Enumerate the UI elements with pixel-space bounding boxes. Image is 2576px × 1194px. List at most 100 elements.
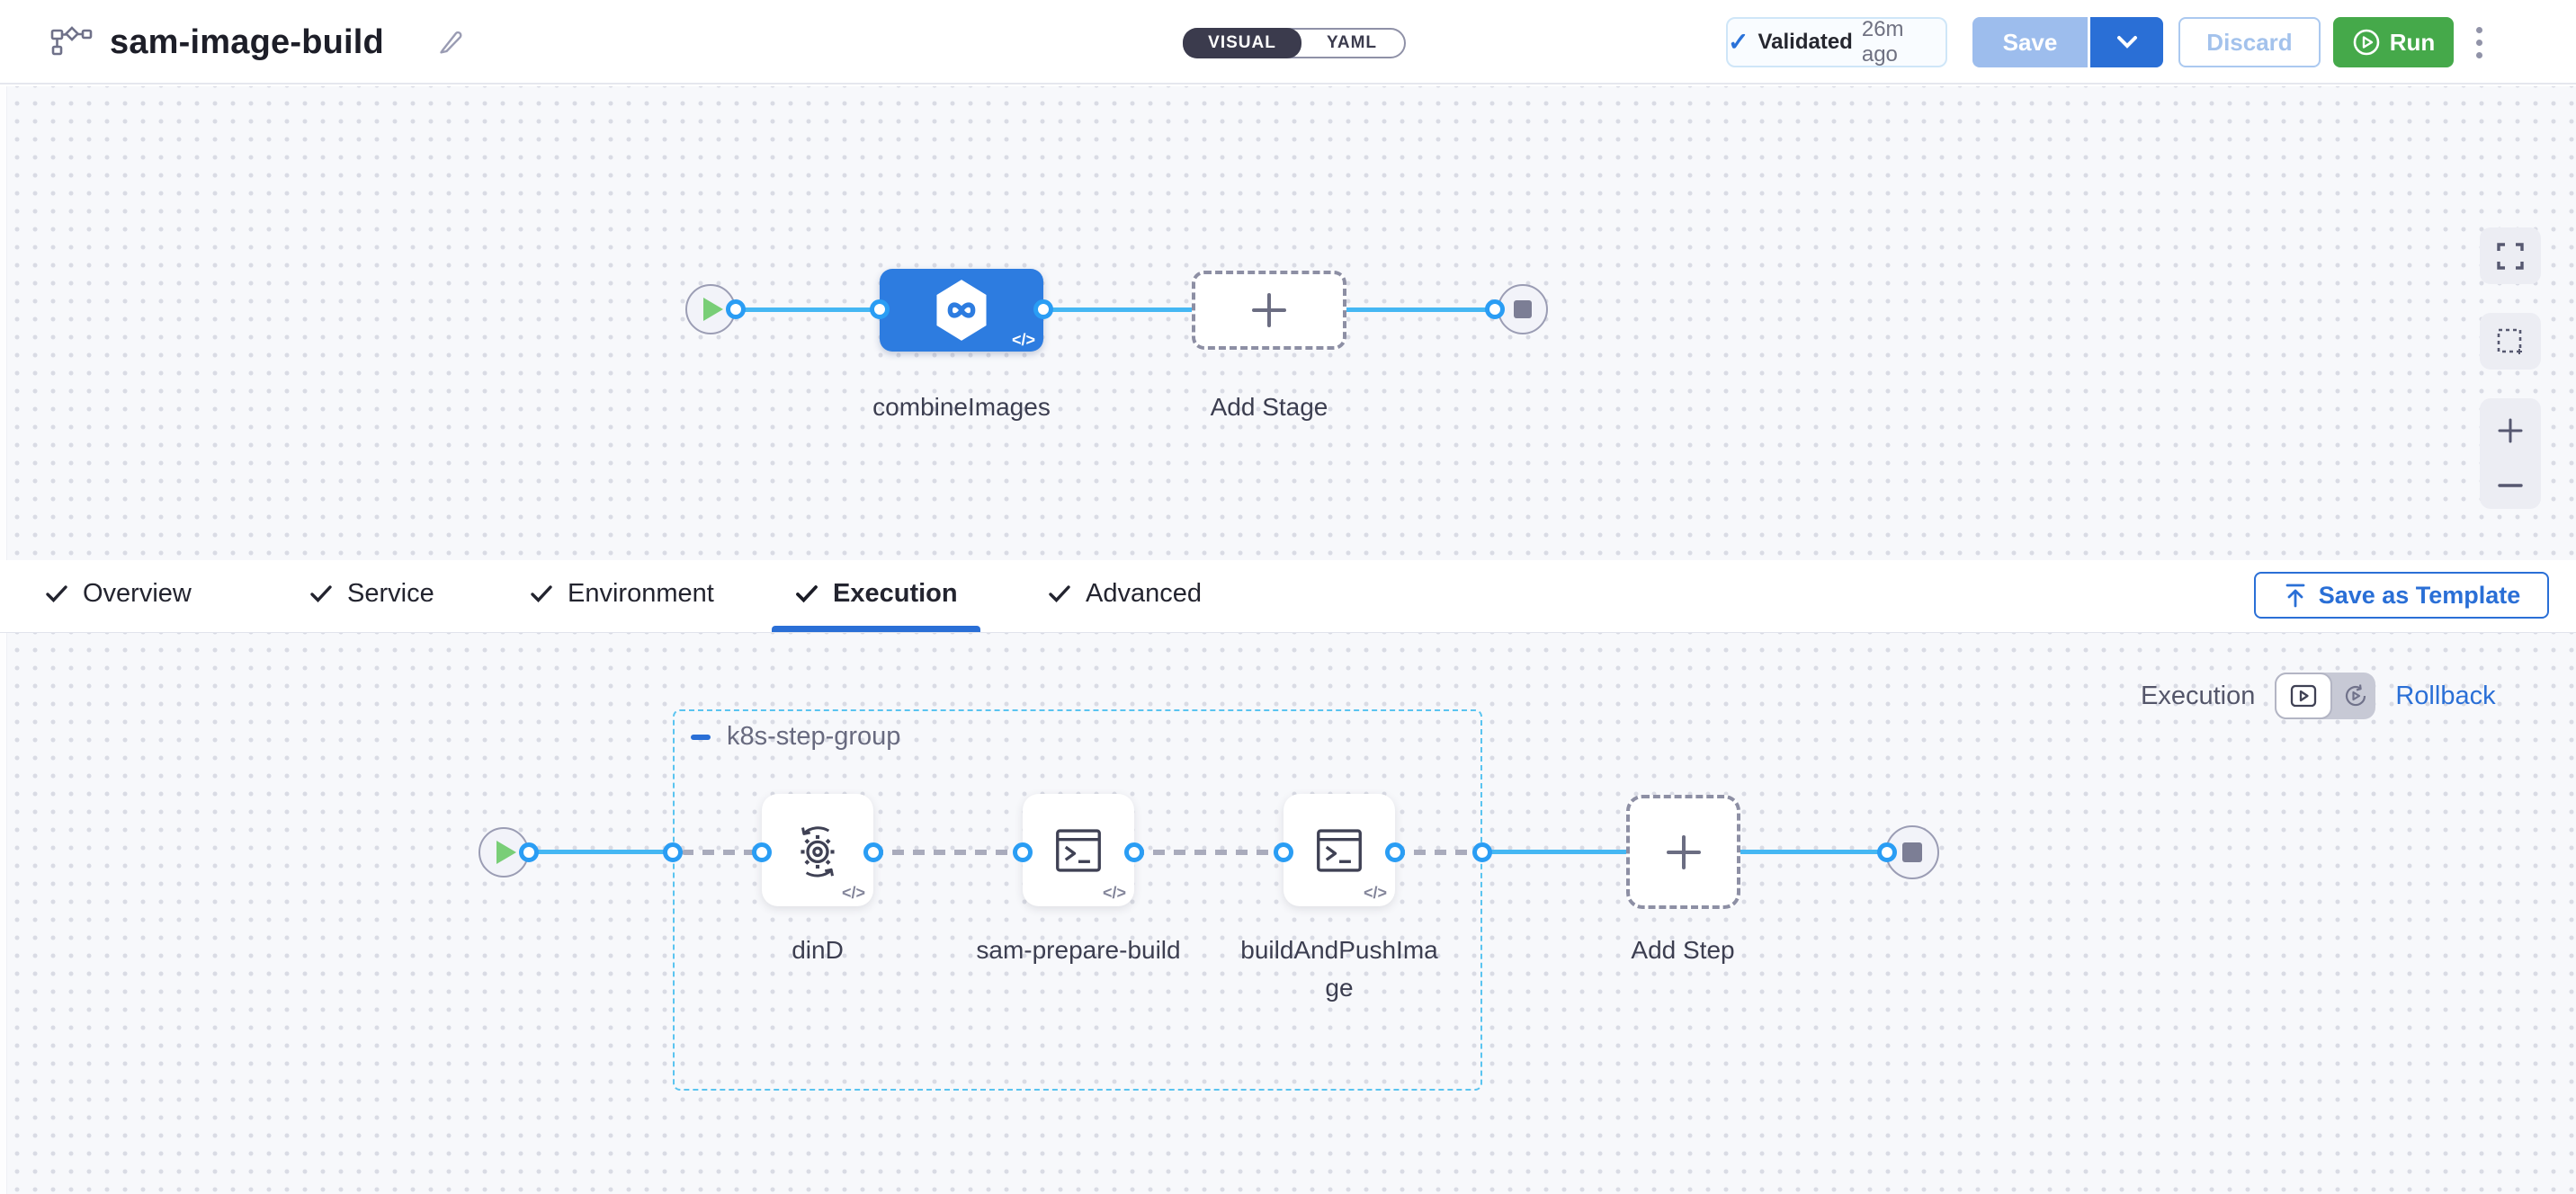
edge-stage-to-addstage xyxy=(1043,307,1194,312)
upload-icon xyxy=(2285,584,2305,608)
validated-badge[interactable]: ✓ Validated 26m ago xyxy=(1726,17,1947,67)
port[interactable] xyxy=(663,842,683,862)
execution-toggle-knob xyxy=(2275,673,2333,719)
edge-group-to-dind xyxy=(682,850,765,855)
edge-prepare-to-build xyxy=(1132,850,1285,855)
discard-button[interactable]: Discard xyxy=(2178,17,2321,67)
edge-build-to-group xyxy=(1393,850,1483,855)
step-label-dind: dinD xyxy=(792,936,844,964)
pipeline-title: sam-image-build xyxy=(110,23,384,61)
port[interactable] xyxy=(1274,842,1293,862)
step-group-container[interactable]: k8s-step-group xyxy=(673,709,1482,1091)
tab-environment[interactable]: Environment xyxy=(530,560,714,627)
collapse-group-icon[interactable] xyxy=(691,734,711,740)
tab-label: Advanced xyxy=(1086,578,1202,608)
check-icon xyxy=(46,585,67,602)
step-node-buildandpushimage[interactable]: </> xyxy=(1284,794,1395,906)
stop-icon xyxy=(1514,300,1532,318)
edit-pencil-icon[interactable] xyxy=(437,27,466,60)
edge-addstep-to-end xyxy=(1739,850,1890,854)
rollback-link[interactable]: Rollback xyxy=(2395,681,2496,710)
multi-select-button[interactable] xyxy=(2480,313,2541,370)
port[interactable] xyxy=(1485,299,1505,319)
port[interactable] xyxy=(1877,842,1897,862)
canvas-left-edge xyxy=(0,86,7,1194)
edge-group-to-addstep xyxy=(1488,850,1628,854)
plus-icon xyxy=(1666,834,1701,869)
toggle-yaml[interactable]: YAML xyxy=(1326,33,1378,52)
step-code-badge[interactable]: </> xyxy=(1102,884,1126,902)
save-as-template-label: Save as Template xyxy=(2318,581,2521,609)
run-script-terminal-icon xyxy=(1056,828,1101,872)
save-as-template-button[interactable]: Save as Template xyxy=(2254,572,2549,619)
zoom-in-icon[interactable] xyxy=(2495,415,2526,446)
run-button[interactable]: Run xyxy=(2333,17,2454,67)
check-icon xyxy=(310,585,332,602)
step-label-buildandpushimage: buildAndPushImage xyxy=(1240,936,1438,1002)
execution-rollback-toggle[interactable] xyxy=(2275,673,2376,719)
port[interactable] xyxy=(1472,842,1492,862)
pipeline-icon xyxy=(50,25,94,66)
execution-mode-label: Execution xyxy=(2141,681,2256,710)
step-code-badge[interactable]: </> xyxy=(841,884,865,902)
tab-label: Environment xyxy=(568,578,714,608)
toggle-visual[interactable]: VISUAL xyxy=(1183,28,1301,58)
edge-addstage-to-end xyxy=(1345,307,1498,312)
edge-start-to-group xyxy=(536,850,676,854)
fullscreen-button[interactable] xyxy=(2480,227,2541,284)
add-step-label: Add Step xyxy=(1631,936,1735,964)
check-icon xyxy=(531,585,552,602)
port[interactable] xyxy=(870,299,890,319)
port[interactable] xyxy=(752,842,772,862)
tab-label: Service xyxy=(347,578,434,608)
save-button[interactable]: Save xyxy=(1972,17,2088,67)
active-tab-underline xyxy=(772,626,980,632)
tab-service[interactable]: Service xyxy=(309,560,434,627)
play-icon xyxy=(496,841,516,864)
header-bar: sam-image-build VISUAL YAML ✓ Validated … xyxy=(0,0,2576,85)
save-dropdown-button[interactable] xyxy=(2088,17,2163,67)
port[interactable] xyxy=(1124,842,1144,862)
selection-marquee-icon xyxy=(2497,328,2522,354)
execution-rollback-switch: Execution Rollback xyxy=(2141,673,2496,719)
fullscreen-icon xyxy=(2497,242,2524,270)
rollback-icon xyxy=(2343,673,2368,719)
port[interactable] xyxy=(1385,842,1405,862)
dind-gear-sync-icon xyxy=(801,825,835,877)
tab-advanced[interactable]: Advanced xyxy=(1048,560,1202,627)
step-node-dind[interactable]: </> xyxy=(762,794,873,906)
ci-stage-hexagon-icon xyxy=(936,280,987,341)
add-step-button[interactable] xyxy=(1626,795,1740,909)
execution-play-icon xyxy=(2291,684,2317,708)
visual-yaml-toggle: VISUAL YAML xyxy=(1183,28,1406,58)
port[interactable] xyxy=(1013,842,1033,862)
tab-overview[interactable]: Overview xyxy=(45,560,192,627)
step-node-sam-prepare-build[interactable]: </> xyxy=(1023,794,1134,906)
chevron-down-icon xyxy=(2116,36,2137,49)
port[interactable] xyxy=(1033,299,1053,319)
add-stage-label: Add Stage xyxy=(1210,393,1328,421)
check-icon xyxy=(1049,585,1070,602)
step-label-sam-prepare-build: sam-prepare-build xyxy=(976,936,1181,964)
stage-node-combineimages[interactable]: </> xyxy=(880,269,1043,352)
plus-icon xyxy=(1252,293,1286,327)
pipeline-end-node[interactable] xyxy=(1498,284,1548,334)
stage-code-badge[interactable]: </> xyxy=(1011,331,1035,349)
execution-canvas[interactable] xyxy=(0,633,2576,1194)
stage-tabbar: Overview Service Environment Execution A… xyxy=(0,560,2576,633)
play-icon xyxy=(703,298,723,321)
port[interactable] xyxy=(519,842,539,862)
zoom-out-icon[interactable] xyxy=(2495,479,2526,492)
port[interactable] xyxy=(863,842,883,862)
tab-label: Execution xyxy=(833,578,958,608)
step-code-badge[interactable]: </> xyxy=(1363,884,1387,902)
pipeline-start-node[interactable] xyxy=(685,284,736,334)
check-icon: ✓ xyxy=(1728,28,1749,56)
check-icon xyxy=(796,585,818,603)
port[interactable] xyxy=(726,299,746,319)
stop-icon xyxy=(1902,842,1922,862)
kebab-menu-icon[interactable] xyxy=(2461,17,2497,67)
tab-execution[interactable]: Execution xyxy=(795,560,958,627)
add-stage-button[interactable] xyxy=(1192,271,1346,350)
